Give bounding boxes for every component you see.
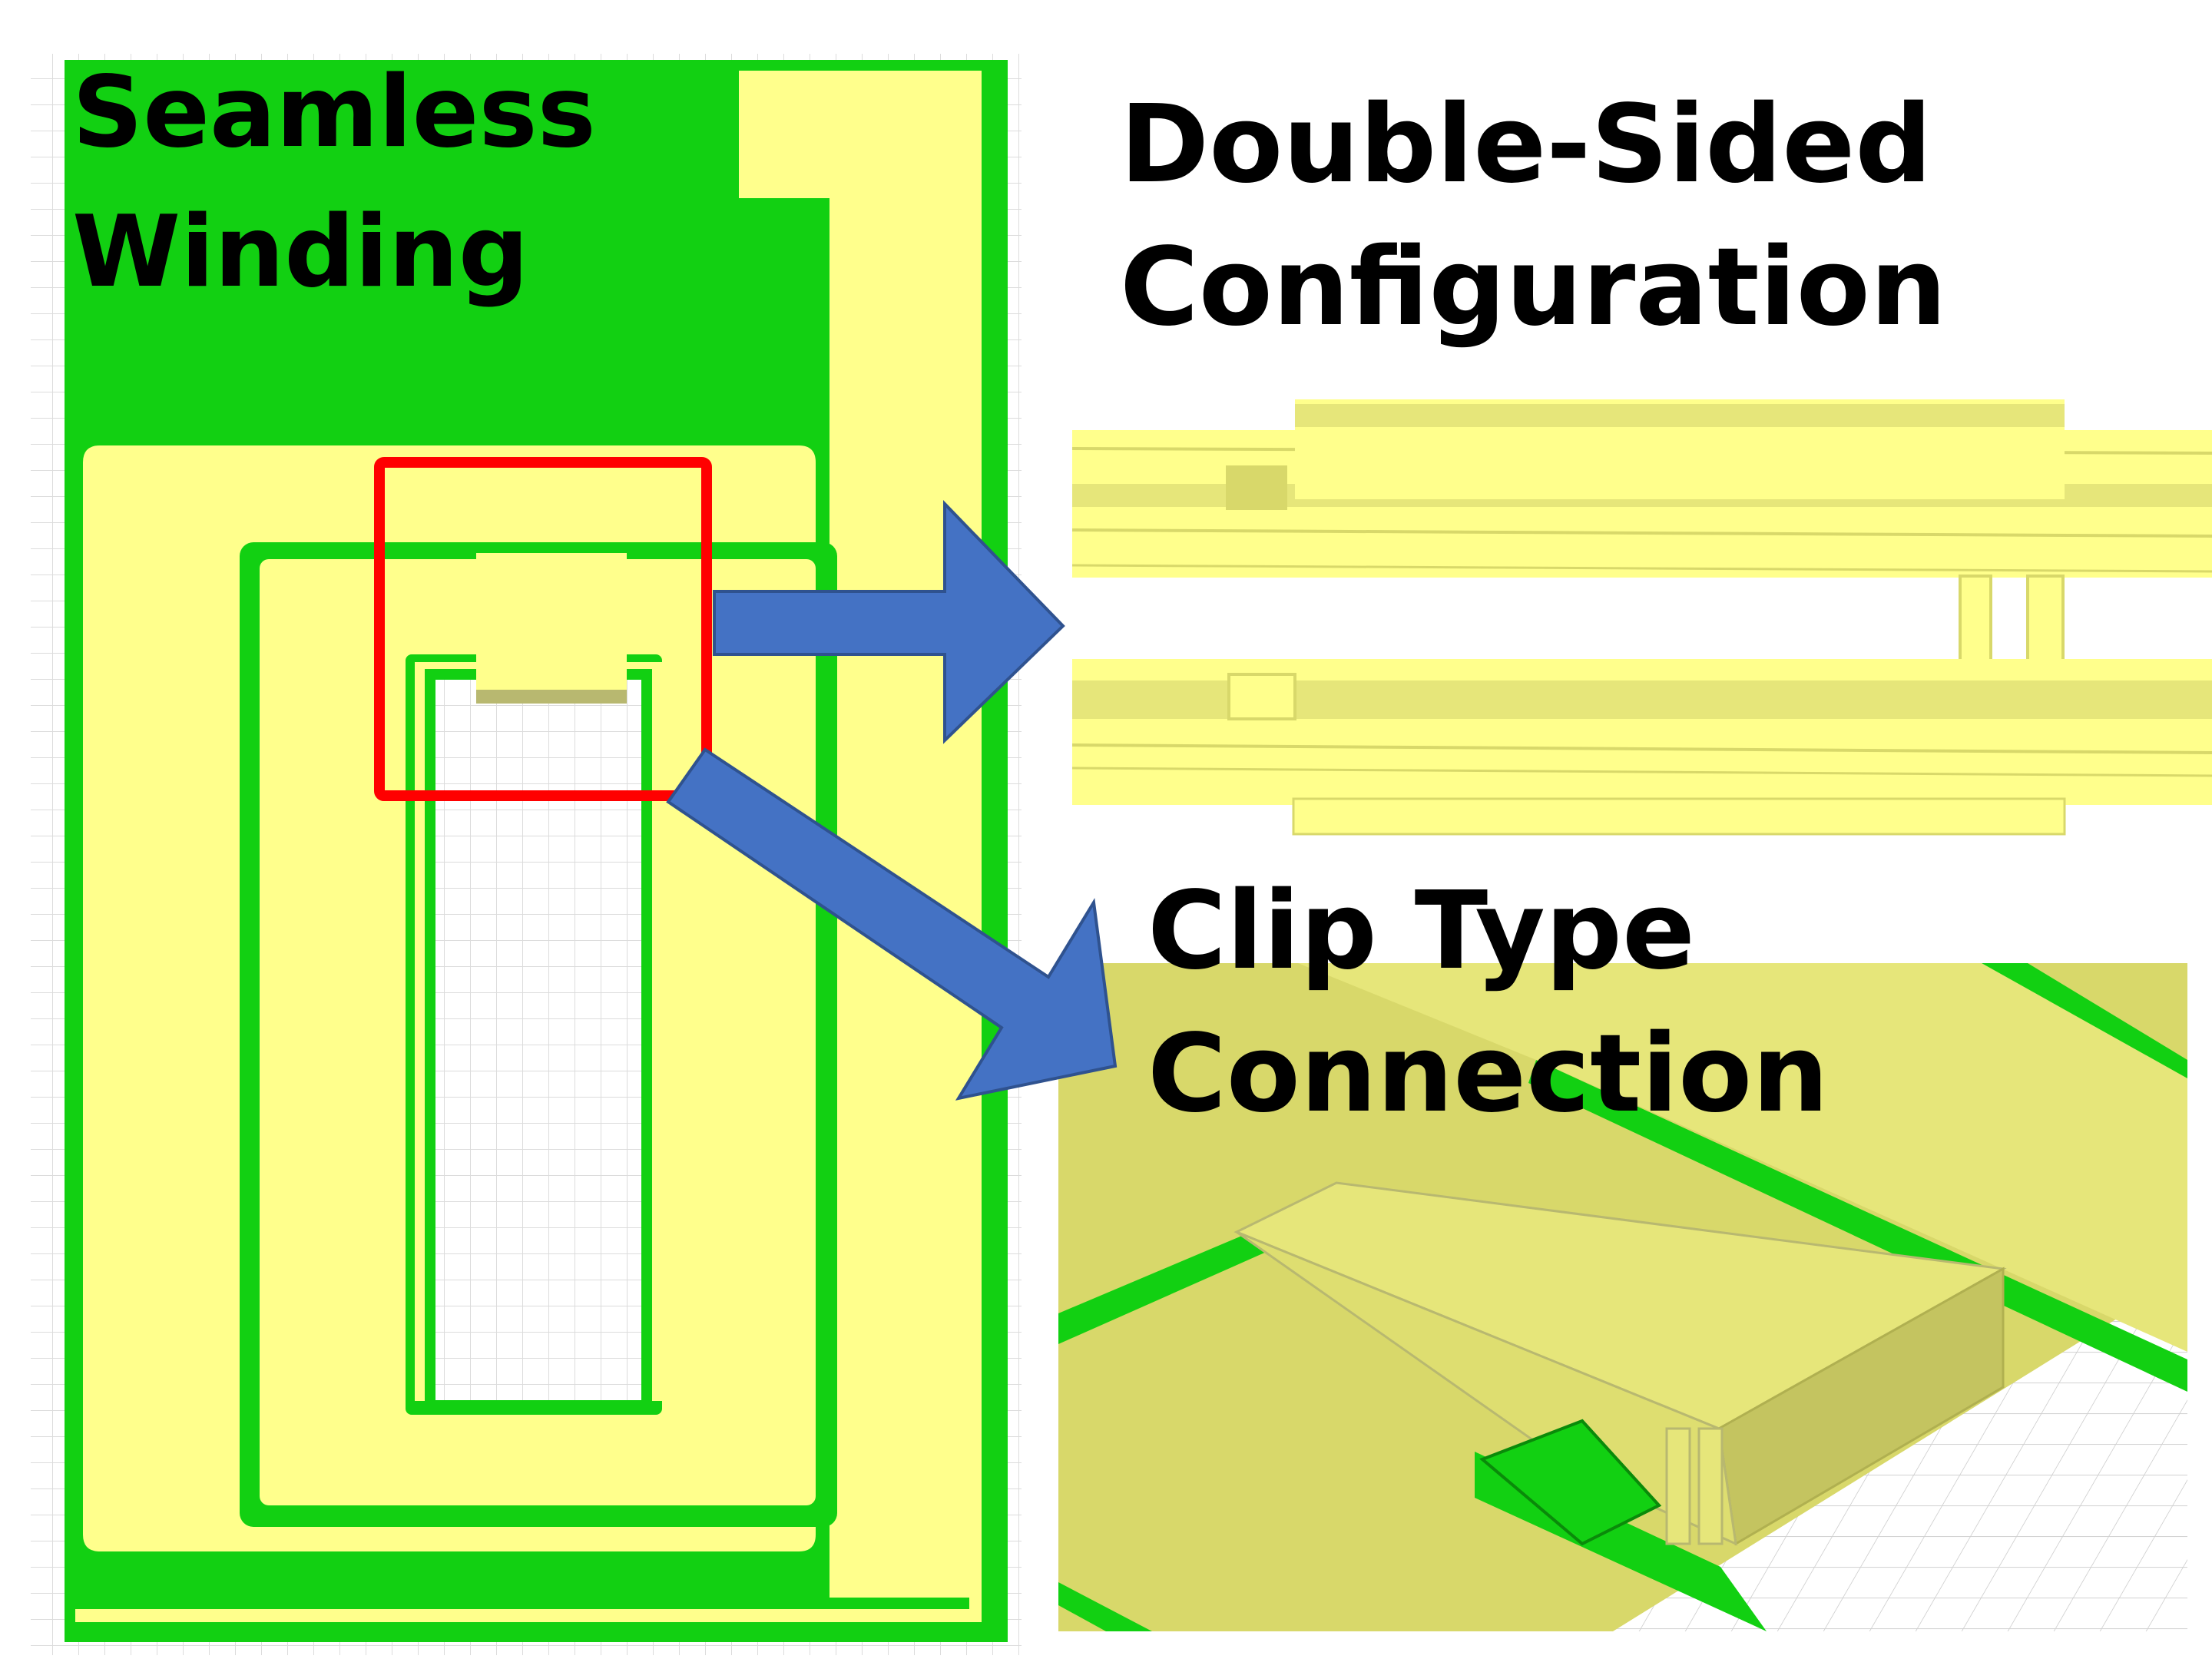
clip-post-1 xyxy=(1665,1427,1691,1545)
bridge-left-tab xyxy=(1226,465,1287,510)
bottom-layer-edge-2 xyxy=(1071,767,2212,777)
bottom-left-tab xyxy=(1227,673,1296,720)
clip-block-top xyxy=(476,553,627,691)
green-trace-left xyxy=(1058,1225,1275,1344)
seamless-title-line2: Winding xyxy=(72,195,528,310)
green-trace-diag xyxy=(1528,1060,2187,1392)
bridge-top-face xyxy=(1295,404,2065,427)
clip-block-edge xyxy=(476,690,627,704)
bottom-layer-band-3 xyxy=(1072,728,2212,805)
arrow-down-right-icon xyxy=(666,747,1118,1101)
grid-floor xyxy=(1613,1275,2187,1631)
outer-lead-trace xyxy=(75,71,982,1622)
clip-type-panel xyxy=(1058,963,2187,1631)
clip-post-2 xyxy=(1697,1427,1724,1545)
seamless-title-line1: Seamless xyxy=(72,55,596,170)
top-layer-edge-3 xyxy=(1071,564,2212,573)
double-sided-title-line1: Double-Sided xyxy=(1120,82,1932,207)
highlight-box xyxy=(374,457,712,801)
top-layer-edge-2 xyxy=(1071,528,2212,538)
double-sided-title-line2: Configuration xyxy=(1120,225,1947,350)
clip-type-title-line1: Clip Type xyxy=(1147,869,1695,994)
double-sided-panel xyxy=(1071,399,2212,836)
green-trace-bottom xyxy=(1058,1582,1152,1631)
bottom-layer-edge-1 xyxy=(1071,743,2212,754)
clip-type-title-line2: Connection xyxy=(1147,1012,1829,1137)
arrow-right-icon xyxy=(713,500,1065,744)
slab-face-upper xyxy=(1298,963,2187,1352)
clip-via-hole xyxy=(1479,1419,1662,1546)
bottom-extension xyxy=(1292,797,2066,836)
winding-window xyxy=(425,669,652,1411)
